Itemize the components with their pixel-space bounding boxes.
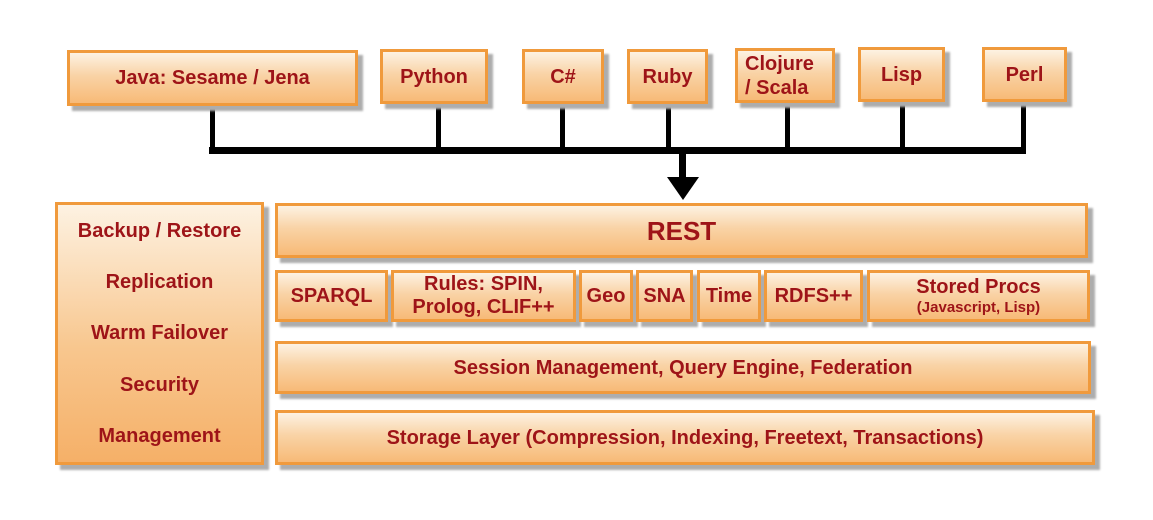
connector-python — [436, 102, 441, 152]
service-box-rules: Rules: SPIN, Prolog, CLIF++ — [391, 270, 576, 322]
session-layer-box: Session Management, Query Engine, Federa… — [275, 341, 1091, 394]
service-label: SPARQL — [290, 284, 373, 307]
connector-lisp — [900, 102, 905, 152]
sidebar-item-security: Security — [120, 373, 199, 396]
service-box-sna: SNA — [636, 270, 693, 322]
lang-box-perl: Perl — [982, 47, 1067, 102]
down-arrow-stem — [679, 150, 686, 179]
lang-label: Lisp — [880, 63, 923, 86]
service-label: RDFS++ — [774, 284, 853, 307]
lang-box-lisp: Lisp — [858, 47, 945, 102]
connector-perl — [1021, 102, 1026, 152]
ops-sidebar: Backup / Restore Replication Warm Failov… — [55, 202, 264, 465]
sidebar-item-management: Management — [98, 425, 221, 448]
lang-label: Ruby — [642, 65, 693, 88]
connector-clojure — [785, 102, 790, 152]
service-box-rdfs: RDFS++ — [764, 270, 863, 322]
rest-label: REST — [646, 215, 717, 246]
connector-ruby — [666, 102, 671, 152]
service-label: Stored Procs — [916, 276, 1041, 298]
lang-box-clojure-scala: Clojure / Scala — [735, 48, 835, 103]
connector-bus — [209, 147, 1026, 154]
lang-label: Python — [400, 65, 468, 88]
lang-label: Java: Sesame / Jena — [115, 67, 310, 89]
lang-label: Perl — [1005, 63, 1044, 86]
storage-layer-box: Storage Layer (Compression, Indexing, Fr… — [275, 410, 1095, 465]
lang-box-ruby: Ruby — [627, 49, 708, 104]
sidebar-item-replication: Replication — [105, 271, 214, 294]
service-label: Geo — [586, 284, 626, 307]
service-label: SNA — [643, 284, 686, 307]
rest-layer-box: REST — [275, 203, 1088, 258]
lang-box-python: Python — [380, 49, 488, 104]
connector-csharp — [560, 102, 565, 152]
lang-box-java: Java: Sesame / Jena — [67, 50, 358, 106]
service-label: Rules: SPIN, — [424, 273, 543, 295]
connector-java — [210, 102, 215, 152]
service-sublabel: (Javascript, Lisp) — [916, 299, 1041, 316]
down-arrow-icon — [667, 177, 699, 200]
service-box-geo: Geo — [579, 270, 633, 322]
session-label: Session Management, Query Engine, Federa… — [453, 356, 913, 379]
storage-label: Storage Layer (Compression, Indexing, Fr… — [386, 426, 984, 449]
lang-label: C# — [550, 65, 576, 88]
sidebar-item-backup-restore: Backup / Restore — [77, 219, 242, 242]
lang-label-line2: / Scala — [745, 76, 809, 99]
service-box-stored-procs: Stored Procs (Javascript, Lisp) — [867, 270, 1090, 322]
service-label: Time — [705, 284, 753, 307]
service-box-time: Time — [697, 270, 761, 322]
lang-label: Clojure — [745, 52, 814, 75]
lang-box-csharp: C# — [522, 49, 604, 104]
sidebar-item-warm-failover: Warm Failover — [90, 322, 229, 345]
service-label-line2: Prolog, CLIF++ — [412, 296, 555, 318]
service-box-sparql: SPARQL — [275, 270, 388, 322]
